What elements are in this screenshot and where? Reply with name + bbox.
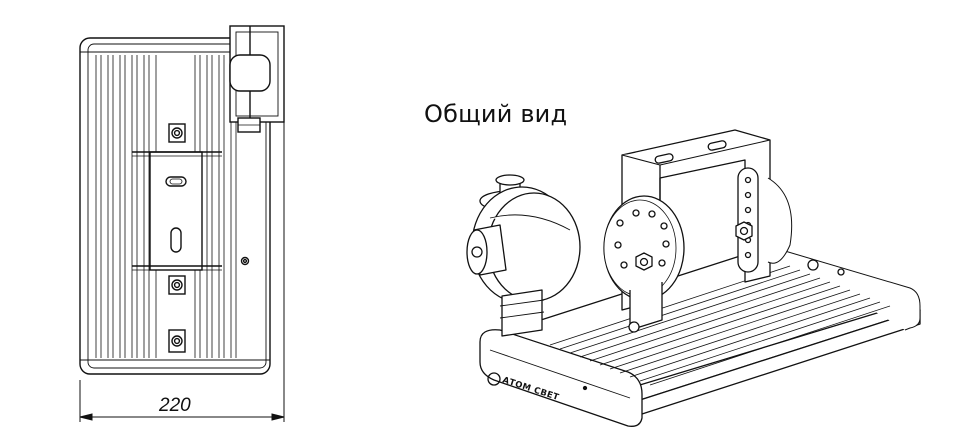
bolt-icon (807, 259, 819, 271)
general-view-label: Общий вид (424, 100, 568, 128)
junction-box (229, 25, 285, 133)
bolt-icon (168, 329, 186, 353)
housing-body (479, 245, 921, 427)
screw-icon (240, 256, 250, 266)
width-dimension-label: 220 (159, 395, 191, 416)
side-view-drawing (79, 25, 285, 422)
bolt-icon (168, 275, 186, 295)
dimension-line (79, 122, 285, 422)
junction-box (466, 174, 581, 337)
bolt-icon (628, 321, 640, 333)
screw-icon (582, 385, 588, 391)
brand-logo-icon (487, 372, 501, 386)
bolt-icon (837, 268, 845, 276)
isometric-view-drawing: АТОМ СВЕТ (466, 129, 921, 427)
adjustment-disc (603, 195, 685, 331)
mounting-bracket (149, 151, 203, 271)
bolt-icon (168, 123, 186, 143)
cooling-fins (549, 265, 891, 386)
